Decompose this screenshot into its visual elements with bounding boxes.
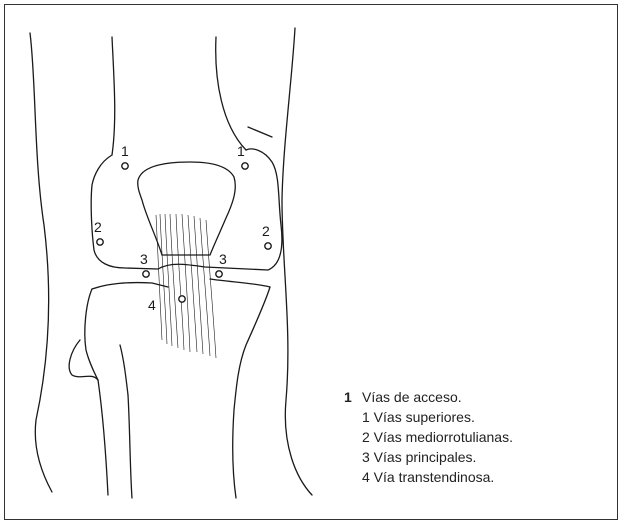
skin-crease bbox=[248, 127, 272, 137]
portal-marker bbox=[265, 243, 271, 249]
lateral-skin-contour bbox=[30, 33, 52, 492]
caption-item: 1 Vías superiores. bbox=[362, 407, 513, 427]
caption-item: 3 Vías principales. bbox=[362, 447, 513, 467]
fibula-shaft-left bbox=[98, 380, 108, 495]
portal-label: 3 bbox=[140, 251, 148, 267]
portal-label: 3 bbox=[219, 251, 227, 267]
tibia-right-contour bbox=[233, 287, 270, 498]
portal-marker bbox=[242, 163, 248, 169]
portal-marker bbox=[122, 163, 128, 169]
portal-label: 2 bbox=[262, 223, 270, 239]
portal-marker bbox=[179, 296, 185, 302]
figure-number: 1 bbox=[344, 387, 362, 407]
portal-label: 2 bbox=[94, 219, 102, 235]
portal-label: 1 bbox=[237, 143, 245, 159]
portal-label: 1 bbox=[121, 143, 129, 159]
portal-marker bbox=[216, 271, 222, 277]
femur-shaft-left bbox=[112, 37, 115, 155]
tibia-anterior-crest bbox=[120, 345, 128, 395]
medial-skin-contour bbox=[282, 28, 312, 495]
tendon-fiber bbox=[194, 216, 203, 354]
patella bbox=[138, 162, 236, 255]
caption-item: 4 Vía transtendinosa. bbox=[362, 467, 513, 487]
tendon-fiber bbox=[188, 215, 197, 352]
tendon-fiber bbox=[176, 214, 184, 350]
portal-marker bbox=[97, 239, 103, 245]
caption-item: 2 Vías mediorrotulianas. bbox=[362, 427, 513, 447]
caption-list: 1 Vías superiores. 2 Vías mediorrotulian… bbox=[344, 407, 513, 487]
portal-label: 4 bbox=[148, 297, 156, 313]
femoral-condyles bbox=[91, 149, 282, 270]
fibula-shaft-right bbox=[128, 395, 132, 498]
femur-shaft-right bbox=[216, 37, 246, 150]
tendon-fiber bbox=[206, 220, 216, 358]
tibia-left-contour bbox=[85, 289, 98, 380]
fibula-head bbox=[69, 340, 98, 380]
caption-title: Vías de acceso. bbox=[362, 389, 462, 405]
tibial-plateau bbox=[92, 279, 270, 289]
portal-marker bbox=[143, 271, 149, 277]
